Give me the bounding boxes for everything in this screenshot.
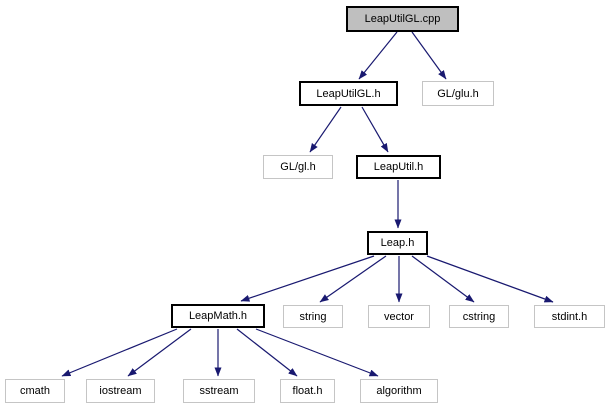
graph-node-stdint-h: stdint.h bbox=[534, 305, 605, 328]
edge-leap-h-to-cstring bbox=[411, 255, 475, 303]
graph-node-algorithm: algorithm bbox=[360, 379, 438, 403]
graph-node-gl-gl-h: GL/gl.h bbox=[263, 155, 333, 179]
graph-node-label: LeapUtilGL.cpp bbox=[364, 13, 441, 25]
graph-node-label: LeapUtilGL.h bbox=[316, 87, 381, 100]
graph-node-leap-h[interactable]: Leap.h bbox=[367, 231, 428, 255]
graph-node-cstring: cstring bbox=[449, 305, 509, 328]
graph-node-vector: vector bbox=[368, 305, 430, 328]
graph-node-iostream: iostream bbox=[86, 379, 155, 403]
graph-node-label: Leap.h bbox=[380, 237, 415, 249]
graph-node-label: GL/glu.h bbox=[437, 87, 479, 100]
edge-leapmath-h-to-iostream bbox=[127, 328, 192, 377]
edge-leapmath-h-to-float-h bbox=[236, 328, 298, 377]
graph-node-label: GL/gl.h bbox=[280, 161, 316, 173]
graph-node-label: cmath bbox=[20, 385, 50, 397]
graph-node-label: stdint.h bbox=[551, 310, 588, 323]
graph-node-label: cstring bbox=[462, 310, 496, 323]
edge-leaputilgl-h-to-gl-gl-h bbox=[309, 106, 342, 153]
graph-node-label: iostream bbox=[99, 385, 142, 397]
graph-node-label: sstream bbox=[199, 385, 239, 397]
edge-leapmath-h-to-algorithm bbox=[255, 328, 379, 377]
edge-leaputilgl-cpp-to-gl-glu-h bbox=[411, 31, 447, 80]
graph-node-leaputil-h[interactable]: LeapUtil.h bbox=[356, 155, 441, 179]
graph-node-string: string bbox=[283, 305, 343, 328]
graph-node-sstream: sstream bbox=[183, 379, 255, 403]
graph-node-leaputilgl-cpp: LeapUtilGL.cpp bbox=[346, 6, 459, 32]
edge-leapmath-h-to-cmath bbox=[61, 328, 178, 377]
graph-node-label: algorithm bbox=[376, 385, 422, 397]
graph-node-gl-glu-h: GL/glu.h bbox=[422, 81, 494, 106]
edge-leap-h-to-stdint-h bbox=[426, 255, 554, 303]
graph-node-leaputilgl-h[interactable]: LeapUtilGL.h bbox=[299, 81, 398, 106]
graph-node-label: vector bbox=[384, 310, 414, 323]
graph-node-leapmath-h[interactable]: LeapMath.h bbox=[171, 304, 265, 328]
edge-leaputilgl-cpp-to-leaputilgl-h bbox=[358, 31, 398, 80]
graph-node-label: LeapMath.h bbox=[188, 310, 248, 322]
graph-node-float-h: float.h bbox=[280, 379, 335, 403]
graph-node-label: float.h bbox=[292, 385, 323, 397]
graph-node-cmath: cmath bbox=[5, 379, 65, 403]
edge-leap-h-to-string bbox=[319, 255, 387, 303]
edge-leaputilgl-h-to-leaputil-h bbox=[361, 106, 389, 153]
graph-node-label: LeapUtil.h bbox=[373, 161, 424, 173]
edge-leap-h-to-leapmath-h bbox=[240, 255, 375, 302]
graph-node-label: string bbox=[299, 310, 327, 323]
